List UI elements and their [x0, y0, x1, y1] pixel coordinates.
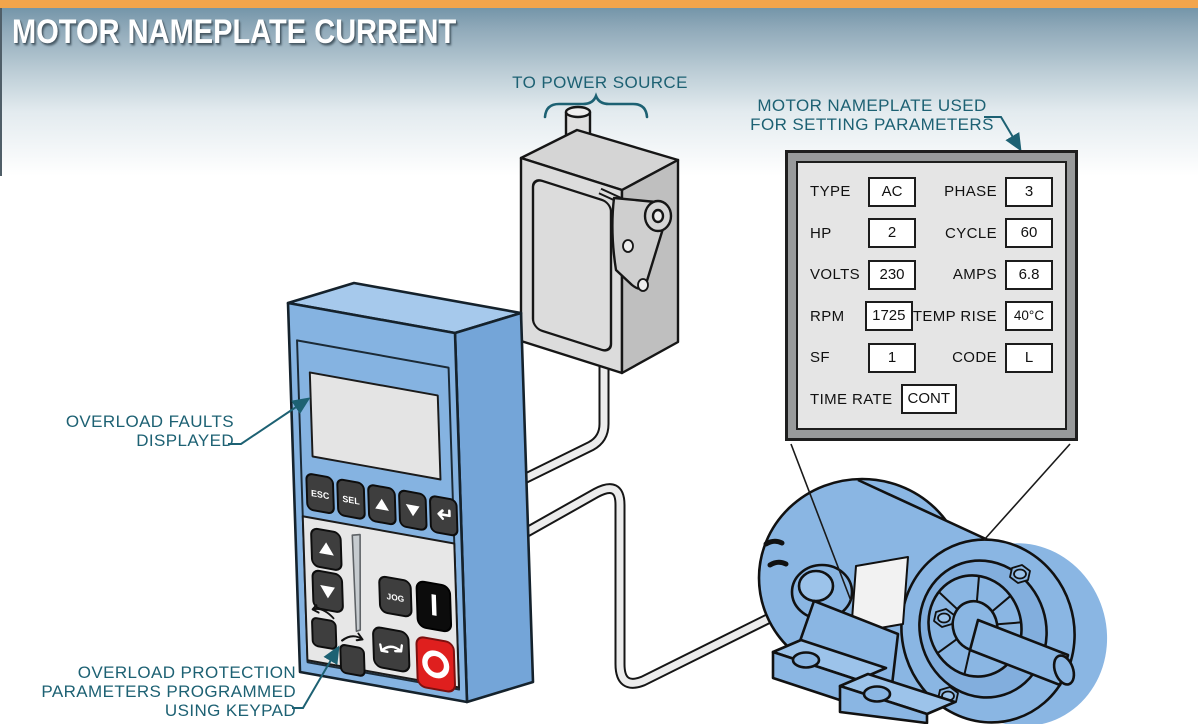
esc-key [305, 473, 335, 515]
box-door-panel [531, 179, 613, 352]
sf-label: SF [810, 349, 830, 367]
power-source-label-text: TO POWER SOURCE [512, 73, 688, 92]
nameplate-leader [984, 116, 1022, 152]
nameplate-row-type-phase: TYPE AC PHASE 3 [810, 176, 1053, 207]
program-key [339, 644, 366, 677]
esc-key-label: ESC [311, 488, 330, 501]
jog-key [378, 575, 413, 618]
handle-screw-1 [622, 239, 634, 253]
volts-label: VOLTS [810, 266, 861, 284]
nameplate-row-volts-amps: VOLTS 230 AMPS 6.8 [810, 259, 1053, 290]
temp-rise-value-box: 40°C [1005, 301, 1053, 332]
slider-slot [351, 533, 362, 633]
phase-value-box: 3 [1005, 176, 1053, 207]
type-label: TYPE [810, 183, 851, 201]
down-arrow-icon [405, 504, 420, 517]
nameplate-note-line2: FOR SETTING PARAMETERS [750, 115, 994, 134]
code-value-box: L [1005, 342, 1053, 373]
disconnect-box [519, 105, 680, 375]
nameplate-panel: TYPE AC PHASE 3 HP 2 CYCLE 60 VOLTS 230 … [796, 161, 1067, 430]
display-note-line1: OVERLOAD FAULTS [65, 412, 234, 431]
volts-value-box: 230 [868, 259, 916, 290]
start-bar-icon [431, 594, 437, 616]
keypad-note-line3: USING KEYPAD [164, 701, 296, 720]
time-rate-label: TIME RATE [810, 390, 893, 408]
hp-label: HP [810, 224, 832, 242]
sel-key-label: SEL [342, 494, 360, 507]
motor-fins [763, 538, 789, 568]
cycle-value-box: 60 [1005, 218, 1053, 249]
nameplate-note-line1: MOTOR NAMEPLATE USED [757, 96, 987, 115]
cycle-label: CYCLE [944, 224, 997, 242]
nameplate-row-time-rate: TIME RATE CONT [810, 384, 1053, 415]
display-note-line2: DISPLAYED [136, 431, 234, 450]
enter-arrow-icon [437, 509, 451, 520]
sf-value-box: 1 [868, 342, 916, 373]
motor-hub-boss-inner [797, 569, 835, 603]
motor [757, 477, 1108, 724]
panel-up-arrow-icon [319, 542, 334, 556]
motor-nameplate-patch [850, 556, 909, 634]
program-curved-arrow-icon [341, 632, 364, 642]
nameplate-row-sf-code: SF 1 CODE L [810, 342, 1053, 373]
motor-cable [512, 483, 824, 689]
keypad-note-line2: PARAMETERS PROGRAMMED [41, 682, 296, 701]
callout-leaders [228, 116, 1022, 709]
drive-side-face [453, 311, 535, 704]
nameplate-projection-lines [790, 443, 1071, 602]
stop-key [415, 636, 456, 693]
keypad-drive: ESC SEL JOG [286, 281, 535, 704]
phase-label: PHASE [944, 183, 997, 201]
reverse-key [311, 617, 338, 650]
nameplate-row-rpm-temprise: RPM 1725 TEMP RISE 40°C [810, 301, 1053, 332]
nameplate-note-label: MOTOR NAMEPLATE USED FOR SETTING PARAMET… [748, 96, 996, 134]
motor-shaft [968, 618, 1070, 687]
motor-shaft-end [1052, 654, 1076, 686]
rpm-label: RPM [810, 307, 845, 325]
code-label: CODE [952, 349, 997, 367]
power-source-label: TO POWER SOURCE [500, 73, 700, 92]
motor-foot-right [838, 672, 957, 724]
keypad-leader [292, 645, 340, 709]
motor-nameplate: TYPE AC PHASE 3 HP 2 CYCLE 60 VOLTS 230 … [785, 150, 1078, 441]
direction-double-arrow-icon [379, 643, 404, 653]
page-title: MOTOR NAMEPLATE CURRENT [12, 12, 457, 51]
nameplate-row-hp-cycle: HP 2 CYCLE 60 [810, 218, 1053, 249]
reverse-curved-arrow-icon [311, 604, 335, 620]
sel-key [336, 478, 366, 520]
hp-value-box: 2 [868, 218, 916, 249]
panel-down-arrow-icon [320, 585, 335, 599]
power-cable [518, 350, 610, 485]
up-arrow-icon [375, 498, 389, 511]
orange-top-stripe [0, 0, 1198, 8]
jog-key-label: JOG [386, 591, 404, 604]
handle-cam-hub [651, 208, 665, 224]
handle-screw-2 [637, 278, 649, 292]
display-leader [228, 397, 311, 445]
display-note-label: OVERLOAD FAULTS DISPLAYED [38, 412, 234, 450]
direction-key [372, 626, 411, 673]
rpm-value-box: 1725 [864, 301, 913, 332]
motor-body-top-edge [857, 478, 1002, 548]
type-value-box: AC [868, 176, 916, 207]
time-rate-value-box: CONT [900, 384, 957, 415]
stop-ring-icon [422, 650, 450, 679]
amps-value-box: 6.8 [1005, 259, 1053, 290]
conduit-stub-top [564, 105, 592, 119]
motor-foot-left [771, 638, 888, 708]
amps-label: AMPS [952, 266, 997, 284]
power-source-brace [543, 92, 649, 119]
temp-rise-label: TEMP RISE [912, 307, 997, 325]
lcd-display [308, 371, 442, 481]
keypad-note-label: OVERLOAD PROTECTION PARAMETERS PROGRAMME… [28, 663, 296, 720]
keypad-note-line1: OVERLOAD PROTECTION [77, 663, 296, 682]
